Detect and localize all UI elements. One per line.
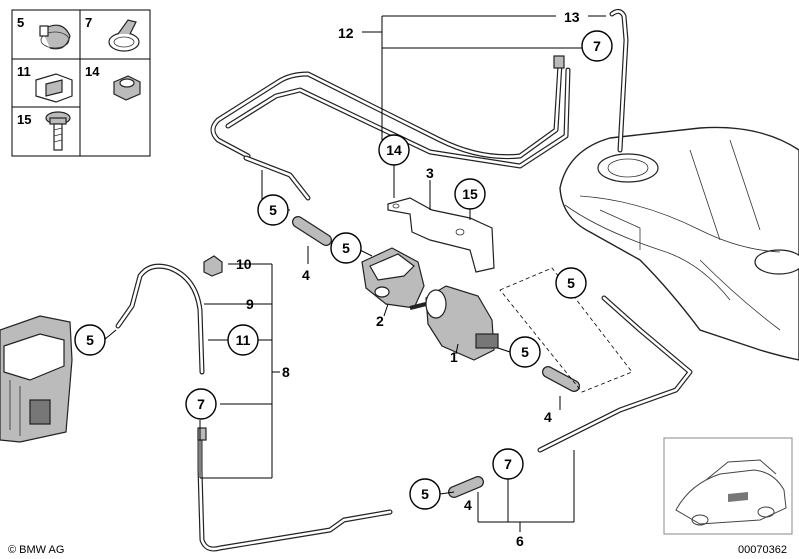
callout-5-pipe: 5: [330, 232, 362, 264]
svg-text:15: 15: [462, 186, 478, 202]
svg-text:7: 7: [197, 396, 205, 412]
svg-text:5: 5: [269, 202, 277, 218]
nut-icon: [113, 75, 141, 101]
holder-2: [361, 247, 425, 309]
callout-5-dashed: 5: [555, 267, 587, 299]
legend-label-14: 14: [85, 64, 100, 79]
label-13: 13: [564, 9, 580, 25]
fuel-tank: [559, 126, 799, 361]
legend-label-11: 11: [17, 64, 31, 79]
label-8: 8: [282, 364, 290, 380]
legend-label-7: 7: [85, 15, 92, 30]
legend-box: 5 7 11 14 15: [11, 9, 151, 157]
hose-4-bottom: [448, 476, 484, 498]
label-1: 1: [450, 349, 458, 365]
clip-10: [203, 255, 223, 277]
leader-lines: [103, 15, 606, 532]
callout-5-pump: 5: [509, 336, 541, 368]
callout-11: 11: [227, 324, 259, 356]
svg-text:7: 7: [504, 456, 512, 472]
fuel-line-12: [210, 55, 571, 201]
svg-text:14: 14: [386, 142, 402, 158]
svg-text:11: 11: [236, 332, 251, 348]
label-2: 2: [376, 313, 384, 329]
callout-15: 15: [454, 178, 486, 210]
bracket-3: [387, 197, 495, 273]
callout-5-bracket: 5: [257, 194, 289, 226]
label-12: 12: [338, 25, 354, 41]
legend-label-5: 5: [17, 15, 24, 30]
callout-5-left: 5: [74, 324, 106, 356]
label-4-pump: 4: [544, 409, 552, 425]
label-3: 3: [426, 165, 434, 181]
spring-clamp-icon: [108, 19, 140, 52]
part-labels: 12 13 3 4 2 1 4 10 9 8 4 6: [236, 9, 580, 549]
car-thumbnail: [663, 437, 793, 535]
callout-7-left: 7: [185, 388, 217, 420]
hose-4-pump: [542, 366, 580, 392]
heater-unit: [0, 315, 73, 443]
dashed-frame: [499, 267, 633, 393]
callout-7-top: 7: [581, 30, 613, 62]
filler-pipe: [609, 8, 629, 153]
callouts: 7 5 14 15 5 5 11 7: [74, 30, 613, 510]
footer-brand: © BMW AG: [8, 544, 64, 556]
svg-text:5: 5: [342, 240, 350, 256]
label-9: 9: [246, 296, 254, 312]
callout-5-bottom: 5: [409, 478, 441, 510]
footer-code: 00070362: [738, 544, 787, 556]
label-10: 10: [236, 256, 252, 272]
callout-7-bottom: 7: [492, 448, 524, 480]
callout-14: 14: [378, 134, 410, 166]
hose-clip-icon: [35, 73, 73, 103]
screw-icon: [45, 111, 71, 151]
hose-clamp-icon: [39, 24, 71, 50]
hose-4-top: [292, 216, 332, 246]
label-4-top: 4: [302, 267, 310, 283]
svg-text:5: 5: [86, 332, 94, 348]
fuel-line-8: [115, 263, 393, 552]
svg-text:5: 5: [567, 275, 575, 291]
svg-text:5: 5: [421, 486, 429, 502]
svg-text:5: 5: [521, 344, 529, 360]
label-6: 6: [516, 533, 524, 549]
fuel-pump-1: [409, 285, 499, 361]
svg-text:7: 7: [593, 38, 601, 54]
fuel-line-6: [537, 295, 693, 453]
legend-label-15: 15: [17, 112, 31, 127]
label-4-bottom: 4: [464, 497, 472, 513]
